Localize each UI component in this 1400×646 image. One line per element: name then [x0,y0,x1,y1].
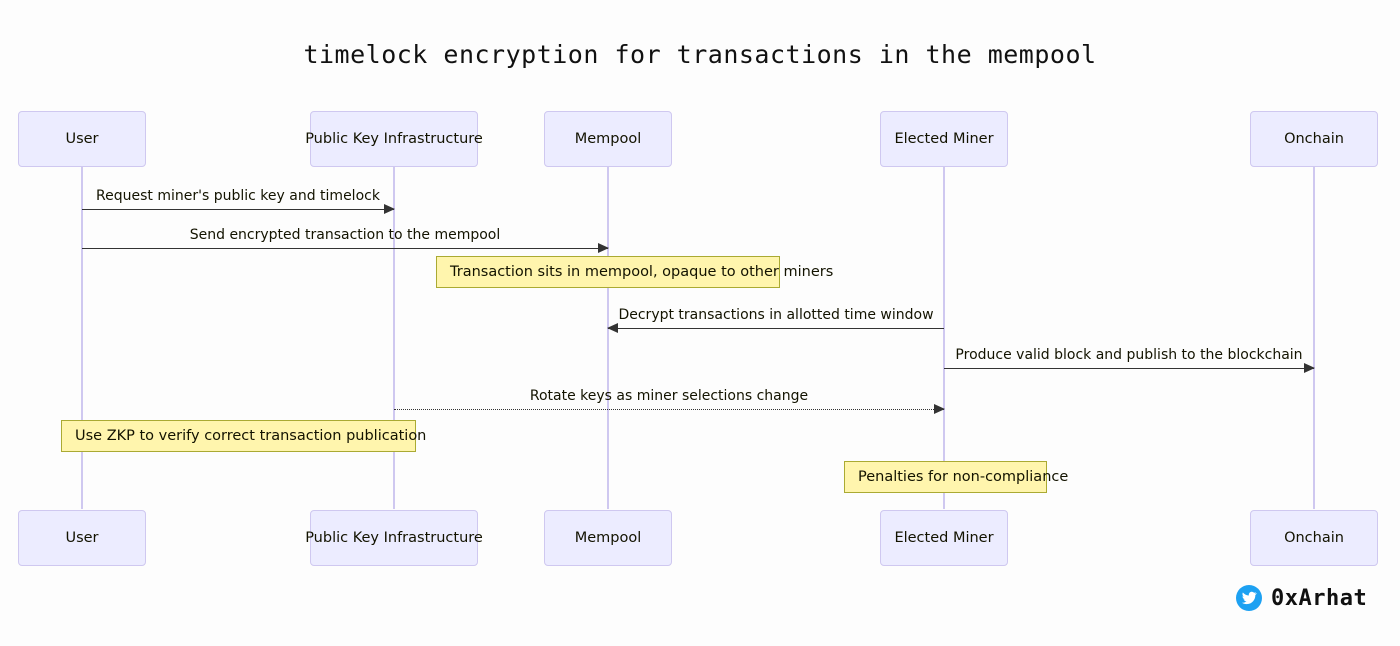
note-label: Use ZKP to verify correct transaction pu… [75,428,427,444]
page-title: timelock encryption for transactions in … [303,40,1097,69]
message-request-key: Request miner's public key and timelock [82,188,395,214]
participant-label: Onchain [1284,530,1344,546]
note-mempool-opaque: Transaction sits in mempool, opaque to o… [436,256,833,288]
message-line [394,409,944,410]
participant-label: User [65,131,99,147]
participant-label: Public Key Infrastructure [305,530,483,546]
participant-label: User [65,530,99,546]
message-label: Produce valid block and publish to the b… [955,347,1303,363]
participant-onchain-bottom[interactable]: Onchain [1250,510,1378,566]
lifeline-miner [943,167,945,509]
note-label: Penalties for non-compliance [858,469,1069,485]
participant-mempool-bottom[interactable]: Mempool [544,510,672,566]
message-decrypt-transactions: Decrypt transactions in allotted time wi… [607,307,944,333]
participant-label: Elected Miner [894,530,994,546]
participant-label: Onchain [1284,131,1344,147]
message-line [82,209,394,210]
participant-miner-top[interactable]: Elected Miner [880,111,1008,167]
participant-pki-top[interactable]: Public Key Infrastructure [305,111,483,167]
arrowhead-right-icon [1304,363,1315,373]
message-send-encrypted-tx: Send encrypted transaction to the mempoo… [82,227,609,253]
message-line [608,328,944,329]
watermark: 0xArhat [1236,585,1367,611]
participant-label: Elected Miner [894,131,994,147]
watermark-handle: 0xArhat [1271,585,1368,611]
participant-label: Mempool [574,530,642,546]
participant-label: Public Key Infrastructure [305,131,483,147]
lifeline-pki [393,167,395,509]
lifeline-mempool [607,167,609,509]
message-line [944,368,1314,369]
participant-pki-bottom[interactable]: Public Key Infrastructure [305,510,483,566]
note-penalties: Penalties for non-compliance [844,461,1068,493]
note-zkp: Use ZKP to verify correct transaction pu… [61,420,426,452]
message-rotate-keys: Rotate keys as miner selections change [394,388,945,414]
participant-user-top[interactable]: User [18,111,146,167]
arrowhead-right-icon [934,404,945,414]
lifeline-onchain [1313,167,1315,509]
participant-miner-bottom[interactable]: Elected Miner [880,510,1008,566]
message-label: Send encrypted transaction to the mempoo… [189,227,501,243]
arrowhead-left-icon [607,323,618,333]
participant-onchain-top[interactable]: Onchain [1250,111,1378,167]
participant-user-bottom[interactable]: User [18,510,146,566]
message-label: Request miner's public key and timelock [96,188,380,204]
arrowhead-right-icon [384,204,395,214]
participant-mempool-top[interactable]: Mempool [544,111,672,167]
lifeline-user [81,167,83,509]
message-line [82,248,608,249]
participant-label: Mempool [574,131,642,147]
message-label: Rotate keys as miner selections change [529,388,809,404]
message-label: Decrypt transactions in allotted time wi… [618,307,934,323]
message-produce-block: Produce valid block and publish to the b… [944,347,1315,373]
twitter-bird-icon [1236,585,1262,611]
note-label: Transaction sits in mempool, opaque to o… [450,264,834,280]
arrowhead-right-icon [598,243,609,253]
